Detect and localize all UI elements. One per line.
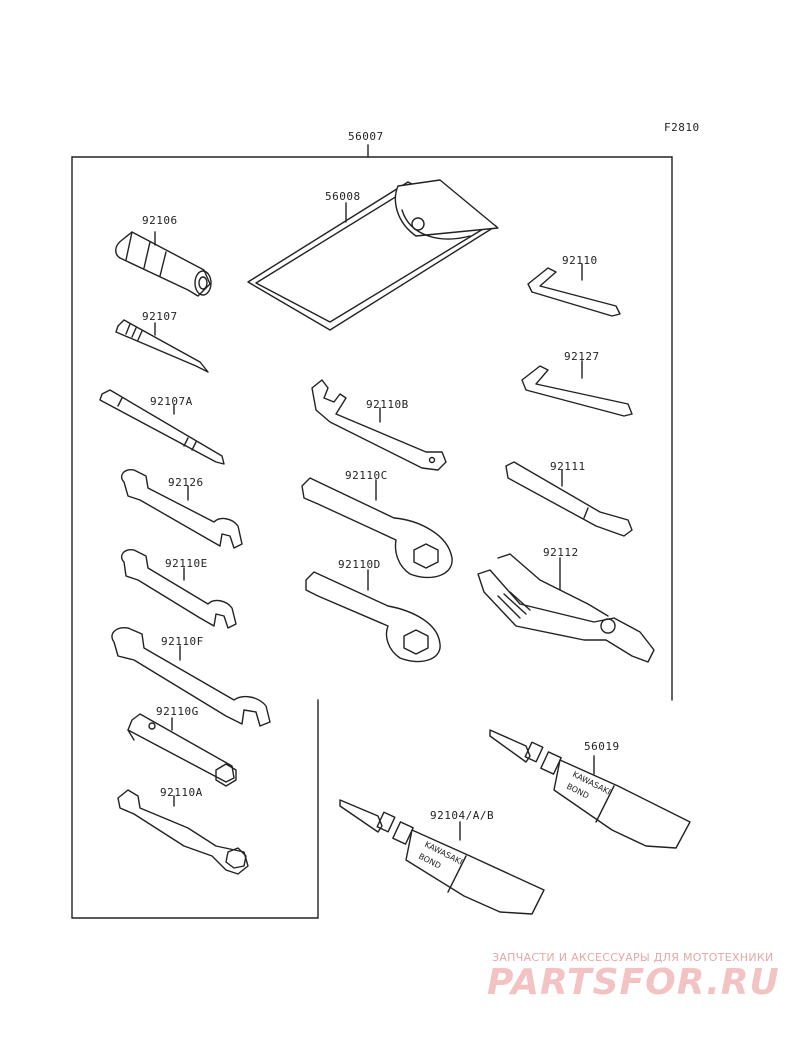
part-label-92110d: 92110D — [338, 558, 381, 571]
watermark-tagline: ЗАПЧАСТИ И АКСЕССУАРЫ ДЛЯ МОТОТЕХНИКИ — [492, 951, 774, 964]
watermark-logo: PARTSFOR.RU — [487, 962, 780, 1003]
figure-code: F2810 — [664, 121, 700, 134]
bar-92111-icon — [505, 461, 633, 537]
allen-key-92110-icon — [527, 263, 621, 317]
part-label-92126: 92126 — [168, 476, 204, 489]
part-label-56008: 56008 — [325, 190, 361, 203]
part-label-92107a: 92107A — [150, 395, 193, 408]
ring-wrench-92110d-icon — [305, 569, 441, 663]
part-label-92110f: 92110F — [161, 635, 204, 648]
wrench-92110e-icon — [120, 548, 237, 629]
part-label-92112: 92112 — [543, 546, 579, 559]
part-label-92110c: 92110C — [345, 469, 388, 482]
part-label-92106: 92106 — [142, 214, 178, 227]
part-label-92110g: 92110G — [156, 705, 199, 718]
tool-bag-icon — [247, 179, 499, 331]
pliers-92112-icon — [477, 553, 655, 663]
allen-key-92127-icon — [521, 360, 633, 417]
part-label-92110a: 92110A — [160, 786, 203, 799]
part-label-92127: 92127 — [564, 350, 600, 363]
part-label-56007: 56007 — [348, 130, 384, 143]
box-wrench-92110g-icon — [127, 713, 237, 787]
part-label-92104: 92104/A/B — [430, 809, 495, 822]
part-label-92110e: 92110E — [165, 557, 208, 570]
part-label-92111: 92111 — [550, 460, 586, 473]
frame-lines — [71, 144, 673, 919]
socket-icon — [115, 231, 212, 297]
wrench-92126-icon — [120, 468, 243, 549]
wrench-92110f-icon — [111, 627, 271, 727]
part-label-92110: 92110 — [562, 254, 598, 267]
screwdriver-bit-icon — [115, 319, 209, 373]
part-label-92110b: 92110B — [366, 398, 409, 411]
part-label-92107: 92107 — [142, 310, 178, 323]
screwdriver-handle-icon — [99, 389, 225, 465]
part-label-56019: 56019 — [584, 740, 620, 753]
ring-wrench-92110c-icon — [301, 477, 453, 579]
box-wrench-92110a-icon — [117, 789, 249, 875]
hook-spanner-92110b-icon — [311, 379, 447, 471]
